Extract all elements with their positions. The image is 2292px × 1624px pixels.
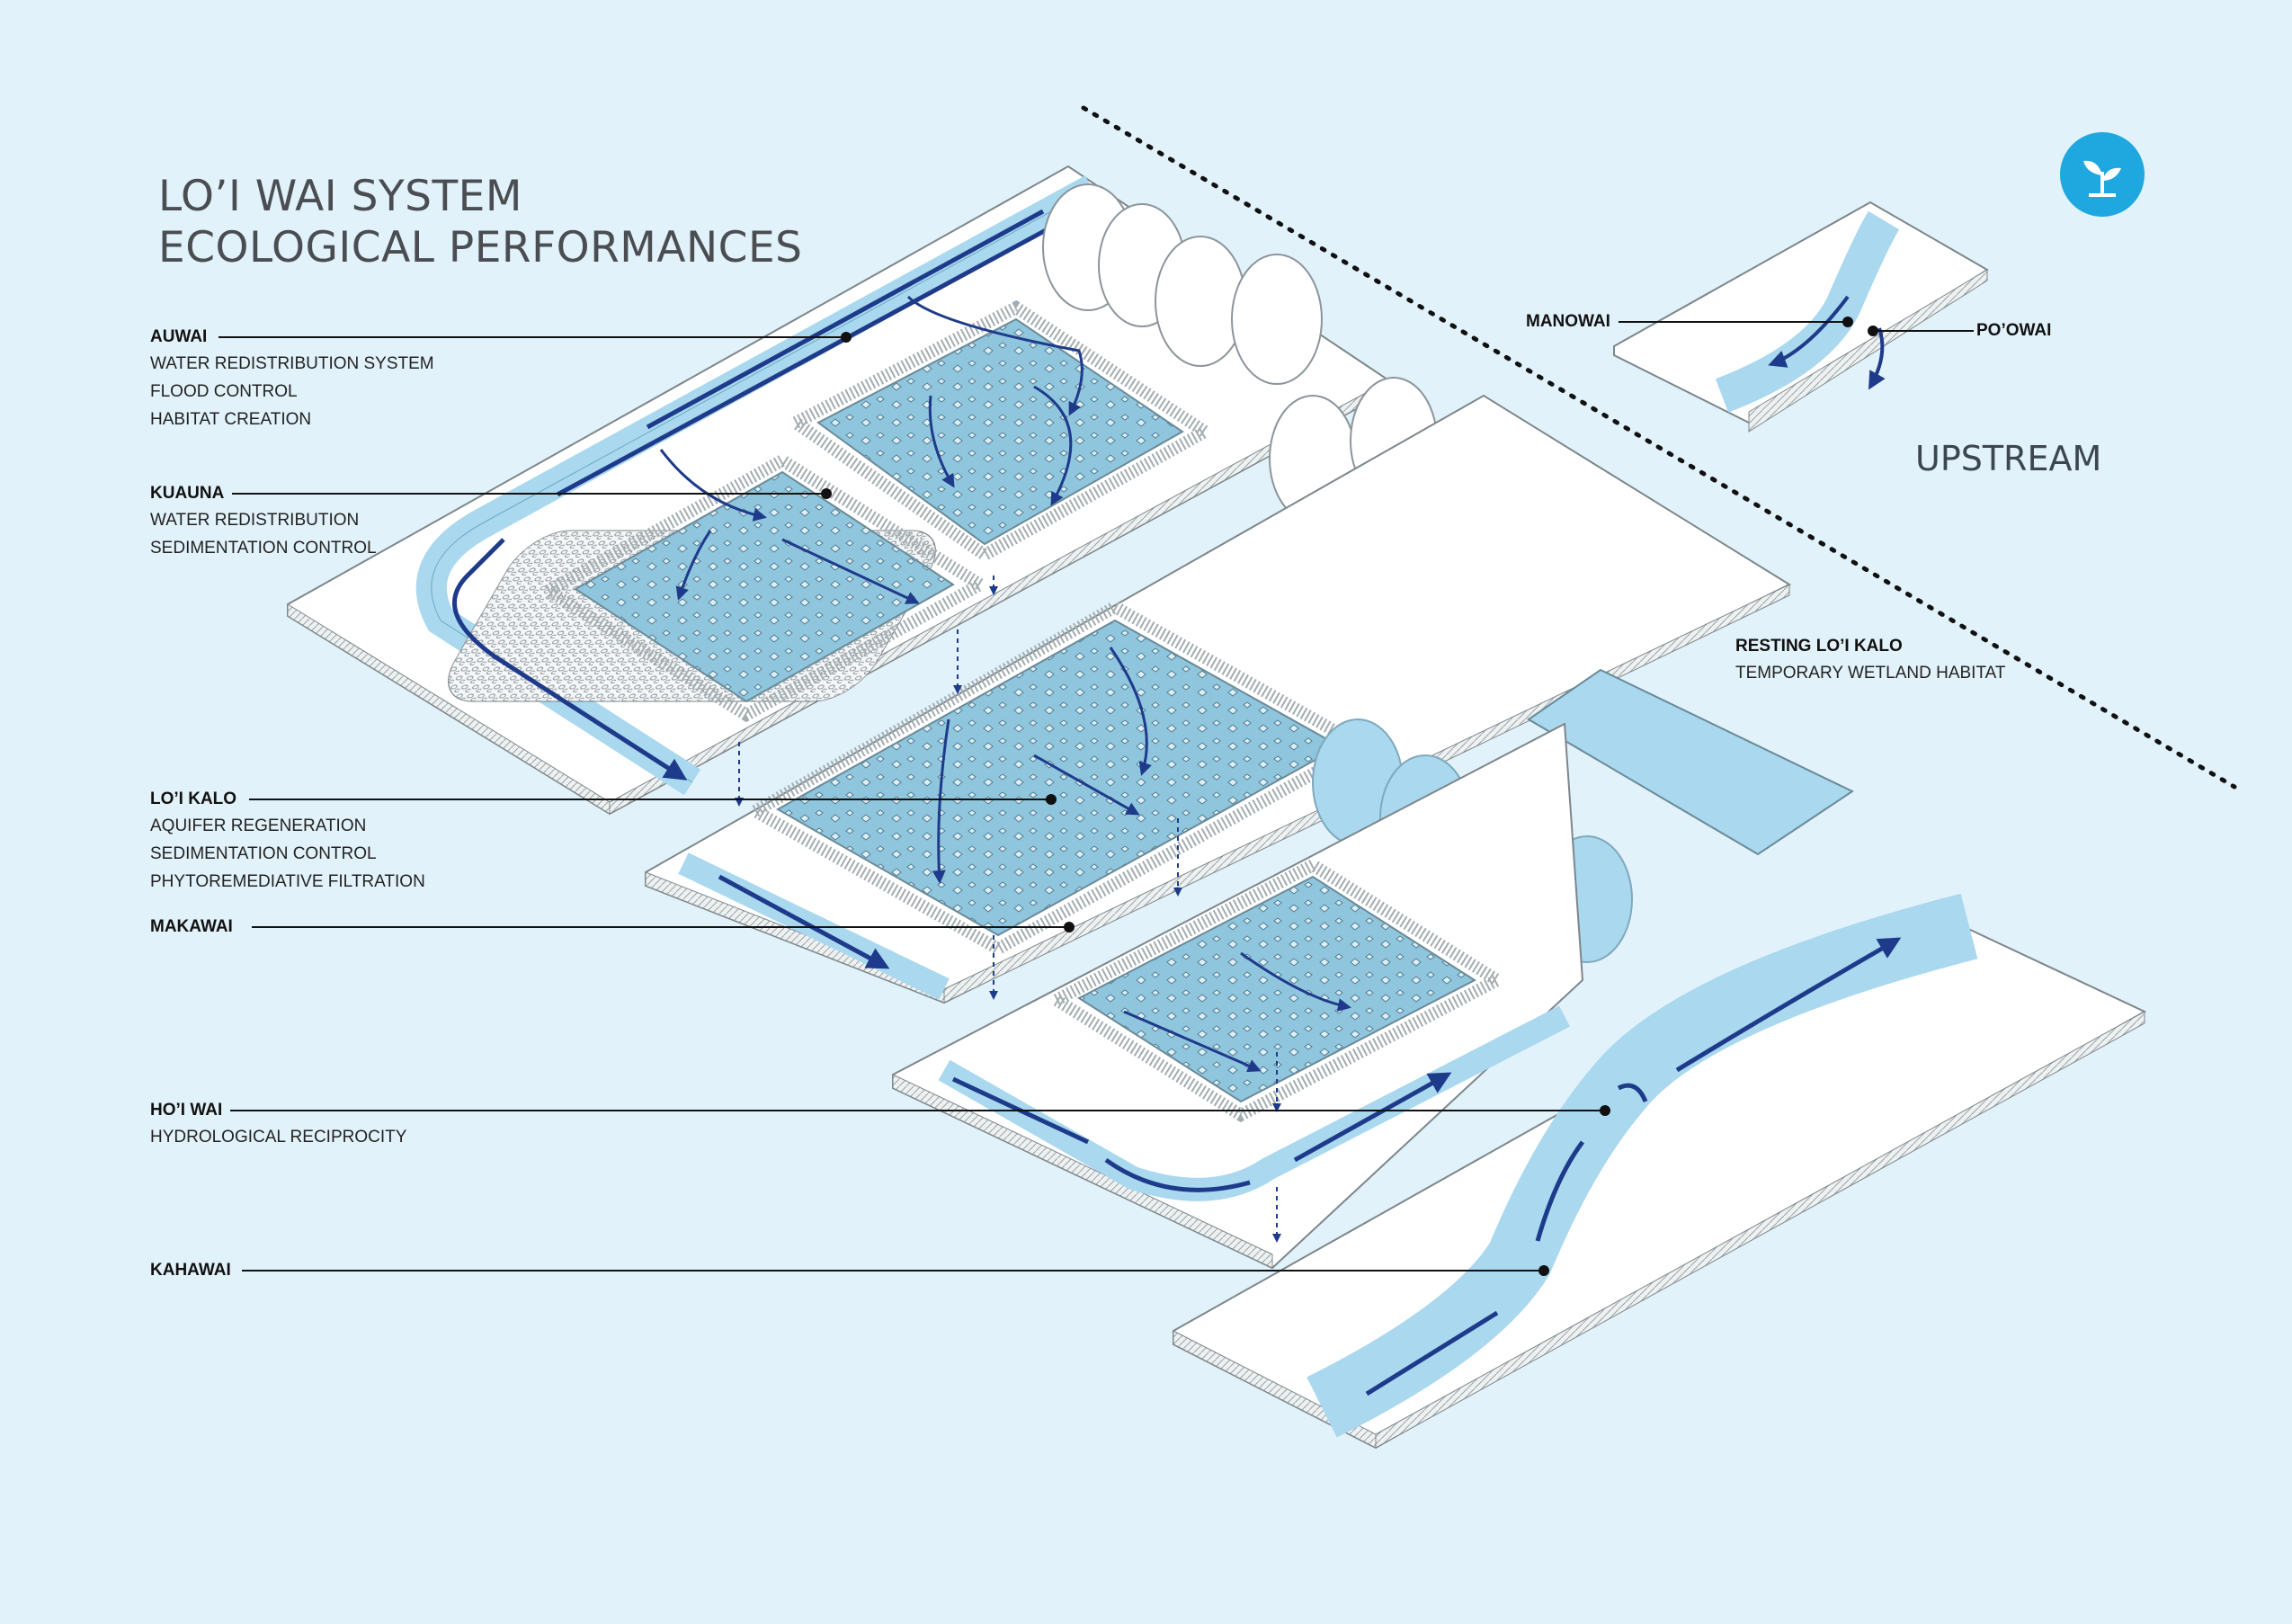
label-resting-loi-kalo: RESTING LO’I KALO [1735, 637, 1903, 656]
desc-line: SEDIMENTATION CONTROL [150, 844, 377, 863]
resting-loi-kalo-pond [1527, 668, 1855, 856]
slab-upper [287, 165, 1535, 816]
desc-line: HABITAT CREATION [150, 410, 312, 429]
label-kuauna: KUAUNA [150, 484, 225, 503]
label-auwai-desc: WATER REDISTRIBUTION SYSTEM FLOOD CONTRO… [150, 350, 434, 433]
upstream-label: UPSTREAM [1915, 439, 2102, 478]
desc-line: WATER REDISTRIBUTION [150, 511, 360, 530]
desc-line: WATER REDISTRIBUTION SYSTEM [150, 354, 434, 373]
sprout-badge [2060, 132, 2145, 217]
label-poowai: PO’OWAI [1976, 321, 2052, 340]
slab-river [1173, 893, 2147, 1450]
upstream-divider-line [1081, 105, 2237, 790]
paddy-1a [574, 470, 955, 703]
title-line-1: LO’I WAI SYSTEM [158, 172, 522, 221]
label-resting-loi-kalo-desc: TEMPORARY WETLAND HABITAT [1735, 659, 2006, 687]
slab-lower [892, 722, 1584, 1270]
diagram-title: LO’I WAI SYSTEM ECOLOGICAL PERFORMANCES [158, 171, 802, 273]
label-kahawai: KAHAWAI [150, 1261, 231, 1280]
vertical-flow-arrows [735, 576, 1281, 1243]
upstream-inset [1613, 201, 1989, 433]
paddy-1b [816, 317, 1184, 546]
desc-line: HYDROLOGICAL RECIPROCITY [150, 1128, 407, 1147]
desc-line: FLOOD CONTROL [150, 382, 298, 401]
desc-line: SEDIMENTATION CONTROL [150, 539, 377, 558]
label-loi-kalo-desc: AQUIFER REGENERATION SEDIMENTATION CONTR… [150, 812, 425, 896]
sprout-icon [2083, 160, 2121, 197]
desc-line: AQUIFER REGENERATION [150, 816, 367, 835]
label-kuauna-desc: WATER REDISTRIBUTION SEDIMENTATION CONTR… [150, 506, 377, 562]
desc-line: PHYTOREMEDIATIVE FILTRATION [150, 872, 425, 891]
title-line-2: ECOLOGICAL PERFORMANCES [158, 223, 803, 272]
label-hoi-wai: HO’I WAI [150, 1101, 223, 1120]
desc-line: TEMPORARY WETLAND HABITAT [1735, 664, 2006, 683]
label-auwai: AUWAI [150, 327, 208, 346]
label-manowai: MANOWAI [1526, 312, 1610, 331]
label-loi-kalo: LO’I KALO [150, 790, 237, 808]
label-makawai: MAKAWAI [150, 917, 233, 936]
label-hoi-wai-desc: HYDROLOGICAL RECIPROCITY [150, 1123, 406, 1151]
slab-middle [645, 394, 1855, 1004]
paddy-3 [1077, 875, 1476, 1103]
